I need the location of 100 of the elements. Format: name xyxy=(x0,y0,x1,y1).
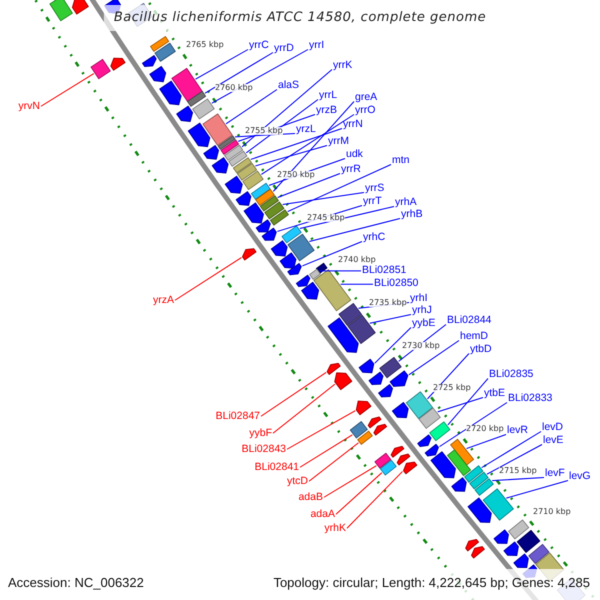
gene-block xyxy=(508,520,530,540)
gene-symbol xyxy=(392,402,409,418)
gene-block xyxy=(220,140,240,155)
gene-symbol xyxy=(159,80,182,106)
gene-label: yrrL xyxy=(319,90,338,100)
leader-line xyxy=(308,442,359,482)
gene-symbol xyxy=(212,157,229,174)
gene-block xyxy=(338,303,362,326)
leader-line xyxy=(466,434,506,450)
leader-line xyxy=(336,472,382,515)
gene-symbol xyxy=(72,0,89,15)
accession-text: Accession: NC_006322 xyxy=(8,576,144,589)
gene-symbol xyxy=(244,202,264,224)
gene-symbol xyxy=(188,122,210,148)
gene-label: yrvN xyxy=(18,101,40,112)
tick-label: 2715 kbp xyxy=(499,466,537,474)
gene-symbol xyxy=(256,219,271,232)
gene-block xyxy=(154,42,176,62)
leader-line xyxy=(246,99,318,154)
leader-line xyxy=(492,477,544,482)
gene-label: levD xyxy=(542,422,564,432)
gene-label: adaB xyxy=(298,492,323,502)
gene-symbol xyxy=(424,444,439,456)
gene-label: levE xyxy=(543,435,564,446)
leader-line xyxy=(308,218,400,242)
gene-label: greA xyxy=(355,92,378,102)
gene-symbol xyxy=(301,282,320,300)
gene-block xyxy=(450,438,474,466)
gene-label: yrhA xyxy=(395,197,417,208)
gene-symbol xyxy=(236,191,252,206)
leader-line xyxy=(447,378,488,426)
gene-block xyxy=(288,234,315,262)
gene-block xyxy=(192,98,215,120)
gene-symbol xyxy=(465,539,480,552)
gene-block xyxy=(406,391,434,419)
gene-symbol xyxy=(368,416,382,428)
tick-label: 2760 kbp xyxy=(215,84,253,92)
leader-line xyxy=(302,241,362,266)
gene-symbol xyxy=(149,66,166,82)
gene-block xyxy=(374,452,392,469)
gene-block xyxy=(469,472,489,490)
gene-symbol xyxy=(328,318,359,353)
leader-line xyxy=(260,372,327,417)
gene-block xyxy=(474,478,494,496)
gene-block xyxy=(516,530,540,553)
gene-label: BLi02835 xyxy=(489,369,534,380)
gene-symbol xyxy=(142,55,157,67)
gene-block xyxy=(228,150,248,167)
leader-line xyxy=(282,192,364,206)
gene-symbol xyxy=(280,252,296,269)
gene-label: yrzL xyxy=(296,124,316,134)
gene-label: BLi02847 xyxy=(216,411,260,422)
gene-symbol xyxy=(468,498,492,523)
genome-stats-text: Topology: circular; Length: 4,222,645 bp; Genes: 4,285 xyxy=(273,576,590,589)
gene-block xyxy=(464,465,484,483)
leader-line xyxy=(439,402,508,448)
tick-label: 2730 kbp xyxy=(402,342,440,350)
gene-label: levF xyxy=(545,468,565,478)
gene-symbol xyxy=(334,372,352,390)
gene-label: yrrN xyxy=(343,119,363,130)
gene-block xyxy=(260,195,279,212)
gene-block xyxy=(264,202,284,220)
leader-line xyxy=(286,410,356,450)
leader-line xyxy=(287,164,392,212)
tick-label: 2725 kbp xyxy=(433,384,471,392)
gene-block xyxy=(232,157,252,174)
gene-block xyxy=(379,356,402,378)
gene-label: BLi02843 xyxy=(242,444,286,454)
gene-block xyxy=(250,182,270,200)
leader-line xyxy=(481,431,542,468)
gene-label: udk xyxy=(346,149,363,160)
gene-block xyxy=(242,170,264,190)
gene-label: yrrI xyxy=(309,40,324,50)
leader-line xyxy=(272,384,336,434)
gene-symbol xyxy=(396,454,410,466)
leader-line xyxy=(437,397,484,412)
gene-block xyxy=(90,58,111,80)
leader-line xyxy=(319,270,362,272)
gene-block xyxy=(270,209,289,226)
gene-block xyxy=(380,460,397,476)
gene-label: yybE xyxy=(412,318,436,328)
gene-symbol xyxy=(471,546,485,558)
gene-symbol xyxy=(176,106,194,122)
gene-block xyxy=(255,188,275,206)
gene-label: yrhK xyxy=(324,523,346,534)
leader-line xyxy=(272,101,354,192)
gene-block xyxy=(218,136,236,150)
gene-block xyxy=(482,488,514,521)
gene-label: yrhC xyxy=(363,232,386,242)
gene-block xyxy=(528,544,550,564)
gene-label: yrzA xyxy=(153,295,174,306)
leader-line xyxy=(242,69,332,148)
gene-block xyxy=(447,449,471,476)
gene-label: ytbD xyxy=(470,344,492,354)
leader-line xyxy=(40,73,94,107)
gene-label: yrrO xyxy=(355,105,376,116)
gene-symbol xyxy=(378,384,394,398)
gene-block xyxy=(357,430,373,445)
leader-line xyxy=(300,434,353,468)
tick-label: 2750 kbp xyxy=(277,170,315,178)
